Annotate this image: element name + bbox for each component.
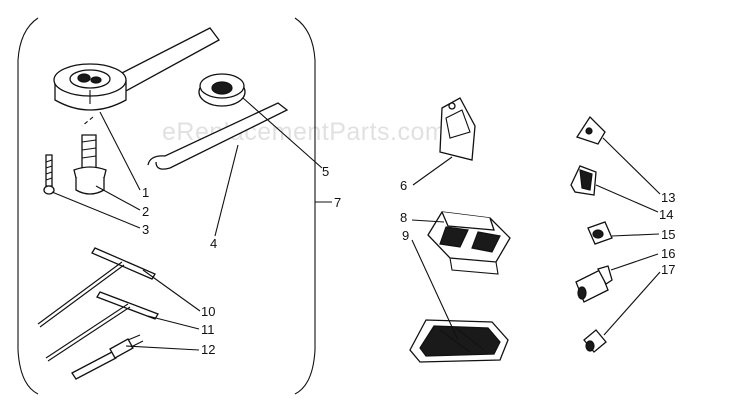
- callout-10: 10: [201, 304, 215, 319]
- callout-5: 5: [322, 164, 329, 179]
- callout-6: 6: [400, 178, 407, 193]
- callout-15: 15: [661, 227, 675, 242]
- gasket-part: [439, 97, 476, 161]
- bracket-case-part: [427, 211, 511, 275]
- callout-2: 2: [142, 204, 149, 219]
- callout-labels: 1 2 3 4 5 6 7 8 9 10 11 12 13 14 15 16 1…: [142, 164, 675, 357]
- callout-14: 14: [659, 207, 673, 222]
- bolt-part: [73, 134, 107, 195]
- screw-part: [43, 154, 55, 195]
- block-part-14: [570, 165, 597, 196]
- cylinder-tool-12: [71, 334, 144, 380]
- hook-rod-part: [147, 102, 289, 170]
- callout-8: 8: [400, 210, 407, 225]
- pad-part: [409, 319, 509, 363]
- callout-4: 4: [210, 236, 217, 251]
- connector-part-16: [575, 265, 613, 303]
- bushing-part-15: [587, 221, 613, 245]
- leader-lines: [51, 97, 661, 351]
- t-handle-key-11: [45, 291, 159, 362]
- callout-11: 11: [201, 322, 215, 337]
- pin-block-part-13: [575, 115, 606, 145]
- left-bracket: [17, 17, 39, 395]
- nozzle-part-17: [583, 329, 607, 353]
- callout-3: 3: [142, 222, 149, 237]
- t-handle-key-10: [37, 247, 156, 328]
- wrench-part: [53, 27, 220, 111]
- callout-1: 1: [142, 185, 149, 200]
- callout-12: 12: [201, 342, 215, 357]
- callout-13: 13: [661, 190, 675, 205]
- callout-7: 7: [334, 195, 341, 210]
- callout-9: 9: [402, 228, 409, 243]
- callout-17: 17: [661, 262, 675, 277]
- assembly-dashed-line: [81, 116, 94, 127]
- pulley-part: [198, 73, 246, 107]
- right-bracket: [294, 17, 316, 395]
- callout-16: 16: [661, 246, 675, 261]
